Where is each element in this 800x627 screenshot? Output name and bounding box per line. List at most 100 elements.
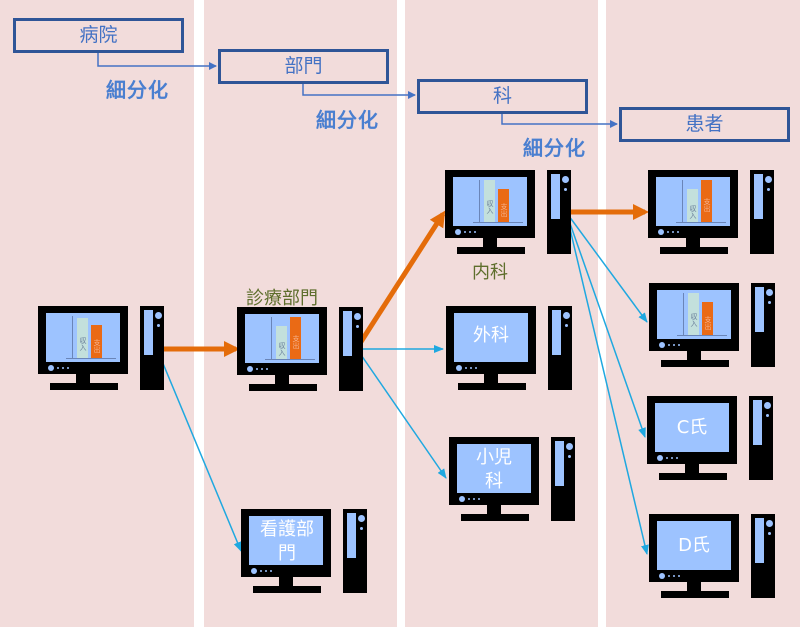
chart-axis-x bbox=[66, 358, 116, 359]
income-bar: 収入 bbox=[688, 293, 699, 335]
chart-axis-x bbox=[473, 222, 523, 223]
income-bar: 収入 bbox=[77, 318, 88, 358]
monitor-stand bbox=[279, 577, 293, 586]
computer-patient-a[interactable]: 収入 支出 bbox=[648, 170, 780, 262]
screen-label: C氏 bbox=[676, 417, 708, 438]
monitor: C氏 bbox=[647, 396, 737, 464]
monitor: 外科 bbox=[446, 306, 536, 374]
screen: 看護部門 bbox=[249, 516, 323, 565]
level-box-department: 部門 bbox=[218, 49, 389, 84]
monitor-base bbox=[253, 586, 321, 593]
screen-label: 外科 bbox=[473, 325, 509, 346]
monitor-stand bbox=[685, 464, 699, 473]
screen: 収入 支出 bbox=[245, 314, 319, 363]
caption-clinical-dept: 診療部門 bbox=[246, 288, 318, 309]
pc-tower-icon bbox=[750, 170, 774, 254]
monitor-buttons bbox=[659, 573, 680, 579]
computer-hospital[interactable]: 収入 支出 bbox=[38, 306, 170, 398]
chart-axis-x bbox=[676, 222, 726, 223]
computer-surgery[interactable]: 外科 bbox=[446, 306, 578, 398]
monitor-buttons bbox=[48, 365, 69, 371]
subdivide-label-2: 細分化 bbox=[316, 108, 379, 132]
pc-tower-icon bbox=[551, 437, 575, 521]
screen: 収入 支出 bbox=[656, 177, 730, 226]
screen-label: D氏 bbox=[678, 535, 710, 556]
monitor-base bbox=[661, 591, 729, 598]
chart-axis-y bbox=[682, 180, 683, 223]
chart-axis-y bbox=[271, 317, 272, 360]
computer-patient-c[interactable]: C氏 bbox=[647, 396, 779, 488]
monitor: 収入 支出 bbox=[648, 170, 738, 238]
chart-axis-y bbox=[479, 180, 480, 223]
monitor: 収入 支出 bbox=[38, 306, 128, 374]
level-box-patient: 患者 bbox=[619, 107, 790, 142]
monitor-stand bbox=[275, 375, 289, 384]
screen-label: 看護部門 bbox=[260, 519, 314, 564]
monitor-base bbox=[457, 247, 525, 254]
chart-axis-y bbox=[72, 316, 73, 359]
monitor-stand bbox=[483, 238, 497, 247]
monitor-buttons bbox=[459, 496, 480, 502]
level-box-hospital: 病院 bbox=[13, 18, 184, 53]
monitor-buttons bbox=[456, 365, 477, 371]
computer-pediatrics[interactable]: 小児科 bbox=[449, 437, 581, 529]
monitor-base bbox=[249, 384, 317, 391]
monitor-stand bbox=[76, 374, 90, 383]
income-bar: 収入 bbox=[276, 326, 287, 359]
expense-bar: 支出 bbox=[701, 180, 712, 222]
monitor: 収入 支出 bbox=[649, 283, 739, 351]
computer-clinical-dept[interactable]: 収入 支出 bbox=[237, 307, 369, 399]
pc-tower-icon bbox=[339, 307, 363, 391]
monitor-buttons bbox=[658, 229, 679, 235]
monitor: 小児科 bbox=[449, 437, 539, 505]
monitor-buttons bbox=[455, 229, 476, 235]
monitor-base bbox=[660, 247, 728, 254]
pc-tower-icon bbox=[548, 306, 572, 390]
caption-internal-medicine: 内科 bbox=[472, 262, 508, 283]
level-box-specialty: 科 bbox=[417, 79, 588, 114]
monitor-stand bbox=[484, 374, 498, 383]
pc-tower-icon bbox=[547, 170, 571, 254]
screen-label: 小児科 bbox=[476, 447, 512, 492]
computer-internal-medicine[interactable]: 収入 支出 bbox=[445, 170, 577, 262]
expense-bar: 支出 bbox=[91, 325, 102, 358]
monitor-stand bbox=[687, 582, 701, 591]
screen: C氏 bbox=[655, 403, 729, 452]
pc-tower-icon bbox=[343, 509, 367, 593]
monitor: D氏 bbox=[649, 514, 739, 582]
screen: D氏 bbox=[657, 521, 731, 570]
chart-axis-x bbox=[677, 335, 727, 336]
monitor: 収入 支出 bbox=[445, 170, 535, 238]
subdivide-label-3: 細分化 bbox=[523, 136, 586, 160]
expense-bar: 支出 bbox=[702, 302, 713, 335]
computer-nursing-dept[interactable]: 看護部門 bbox=[241, 509, 373, 601]
pc-tower-icon bbox=[751, 514, 775, 598]
monitor-buttons bbox=[247, 366, 268, 372]
monitor-buttons bbox=[251, 568, 272, 574]
monitor: 収入 支出 bbox=[237, 307, 327, 375]
screen: 小児科 bbox=[457, 444, 531, 493]
pc-tower-icon bbox=[140, 306, 164, 390]
subdivide-label-1: 細分化 bbox=[106, 78, 169, 102]
screen: 収入 支出 bbox=[46, 313, 120, 362]
monitor-buttons bbox=[659, 342, 680, 348]
computer-patient-b[interactable]: 収入 支出 bbox=[649, 283, 781, 375]
screen: 外科 bbox=[454, 313, 528, 362]
monitor-base bbox=[458, 383, 526, 390]
monitor: 看護部門 bbox=[241, 509, 331, 577]
pc-tower-icon bbox=[751, 283, 775, 367]
monitor-stand bbox=[687, 351, 701, 360]
screen: 収入 支出 bbox=[453, 177, 527, 226]
income-bar: 収入 bbox=[484, 180, 495, 222]
monitor-buttons bbox=[657, 455, 678, 461]
pc-tower-icon bbox=[749, 396, 773, 480]
computer-patient-d[interactable]: D氏 bbox=[649, 514, 781, 606]
expense-bar: 支出 bbox=[498, 189, 509, 222]
monitor-base bbox=[50, 383, 118, 390]
chart-axis-x bbox=[265, 359, 315, 360]
monitor-stand bbox=[686, 238, 700, 247]
monitor-base bbox=[659, 473, 727, 480]
monitor-base bbox=[461, 514, 529, 521]
screen: 収入 支出 bbox=[657, 290, 731, 339]
monitor-stand bbox=[487, 505, 501, 514]
